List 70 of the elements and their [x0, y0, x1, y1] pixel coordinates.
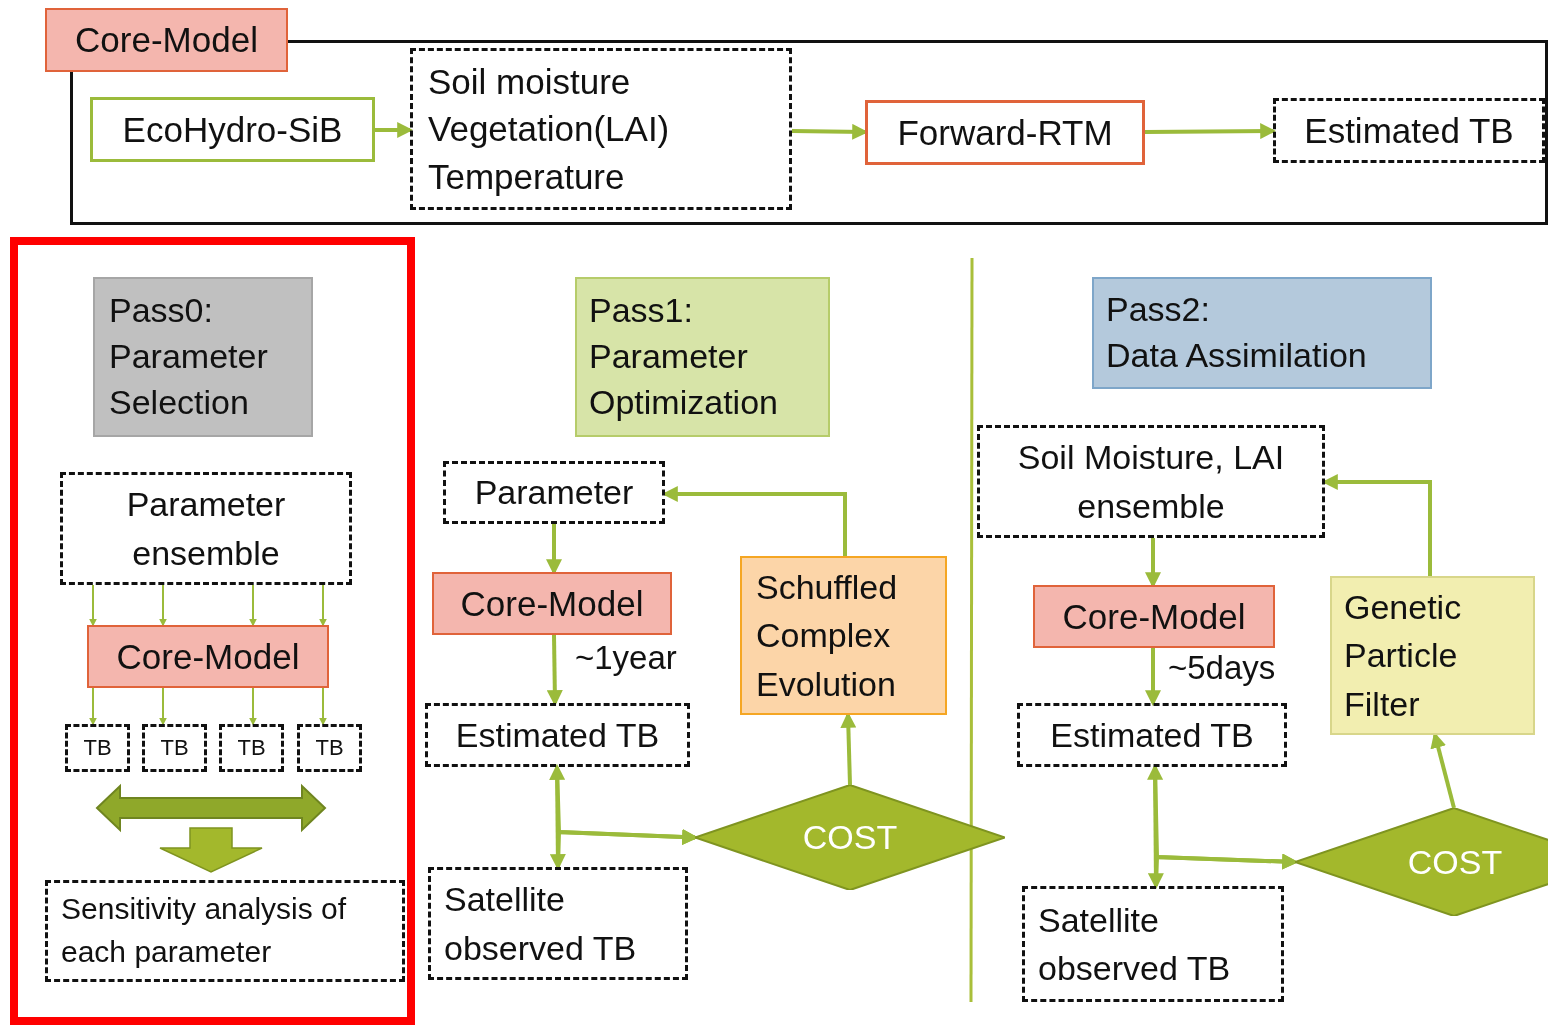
arrow [319, 687, 327, 726]
node-text: Parameter Selection [109, 336, 269, 423]
arrow [89, 584, 97, 627]
node-text: Data Assimilation [1106, 335, 1367, 376]
node-text: Vegetation(LAI) [428, 108, 670, 151]
cost-label: COST [1407, 841, 1503, 883]
data-box [219, 724, 284, 772]
data-box [60, 472, 352, 585]
data-box [425, 703, 690, 767]
model-box [1033, 585, 1275, 648]
node-text: Core-Model [116, 635, 300, 678]
data-box [142, 724, 207, 772]
model-box [432, 572, 672, 635]
node-text: Estimated TB [1304, 109, 1514, 152]
arrow [1145, 123, 1277, 140]
arrow [1145, 648, 1161, 707]
data-box [443, 461, 665, 524]
data-box [1017, 703, 1287, 767]
node-text: Satellite observed TB [444, 879, 638, 969]
highlight-frame [10, 237, 415, 1025]
pass-box [1092, 277, 1432, 389]
data-box [410, 48, 792, 210]
data-box [428, 867, 688, 980]
node-text: Estimated TB [455, 714, 660, 756]
decision-diamond [1295, 808, 1548, 916]
node-text: Satellite observed TB [1038, 899, 1232, 989]
node-text: Core-Model [460, 582, 644, 625]
node-text: Forward-RTM [897, 111, 1113, 154]
model-box [90, 97, 375, 162]
node-text: Soil Moisture, LAI ensemble [1016, 437, 1286, 527]
data-box [977, 425, 1325, 538]
model-box [87, 625, 329, 688]
data-box [297, 724, 362, 772]
node-text: Parameter ensemble [125, 484, 287, 574]
arrow [319, 584, 327, 627]
cost-label: COST [802, 817, 898, 859]
node-text: Soil moisture [428, 61, 631, 104]
arrow [159, 687, 167, 726]
model-box [865, 100, 1145, 165]
node-text: TB [83, 734, 112, 762]
data-box [45, 880, 405, 982]
node-text: Estimated TB [1050, 714, 1254, 756]
node-text: TB [315, 734, 344, 762]
node-text: TB [160, 734, 189, 762]
node-text: Parameter [474, 472, 634, 514]
decision-diamond [695, 785, 1005, 890]
node-text: Sensitivity analysis of each parameter [61, 891, 348, 970]
node-text: Temperature [428, 155, 625, 198]
pass-box [93, 277, 313, 437]
arrow [375, 122, 414, 138]
arrow [249, 584, 257, 627]
node-text: Pass2: [1106, 289, 1210, 331]
node-text: EcoHydro-SiB [122, 108, 343, 151]
pass-box [575, 277, 830, 437]
arrow [89, 687, 97, 726]
arrow [249, 687, 257, 726]
method-box [1330, 576, 1535, 735]
data-box [1273, 98, 1545, 163]
node-text: Schuffled Complex Evolution [756, 567, 899, 705]
node-text: Core-Model [1062, 595, 1246, 638]
node-text: Pass1: [589, 290, 693, 332]
node-text: Genetic Particle Filter [1344, 587, 1463, 725]
arrow [159, 584, 167, 627]
data-box [1022, 886, 1284, 1002]
data-box [65, 724, 130, 772]
node-text: TB [237, 734, 266, 762]
method-box [740, 556, 947, 715]
section-tab: Core-Model [45, 8, 288, 72]
node-text: Pass0: [109, 290, 213, 332]
node-text: Parameter Optimization [589, 336, 779, 423]
